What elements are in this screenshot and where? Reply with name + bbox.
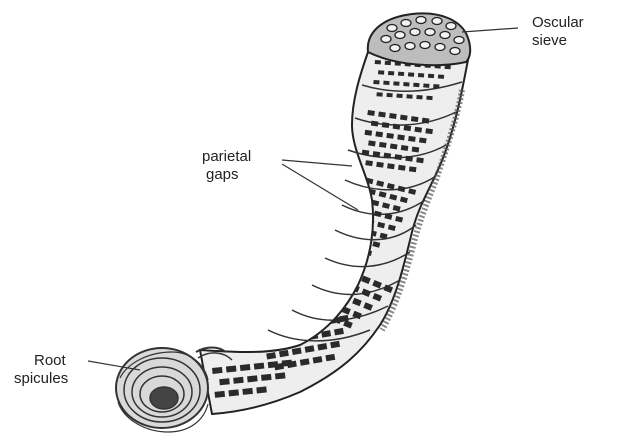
parietal-gaps-label-line2: gaps <box>202 166 251 184</box>
root-spicules-label-line2: spicules <box>14 370 68 388</box>
oscular-sieve-cap <box>368 13 470 65</box>
oscular-sieve-label: Oscular sieve <box>532 14 584 50</box>
parietal-gaps-label: parietal gaps <box>202 148 251 184</box>
oscular-sieve-label-line1: Oscular <box>532 14 584 32</box>
root-spicules-label-line1: Root <box>14 352 68 370</box>
root-spicules-label: Root spicules <box>14 352 68 388</box>
oscular-sieve-label-line2: sieve <box>532 32 584 50</box>
parietal-gaps-label-line1: parietal <box>202 148 251 166</box>
